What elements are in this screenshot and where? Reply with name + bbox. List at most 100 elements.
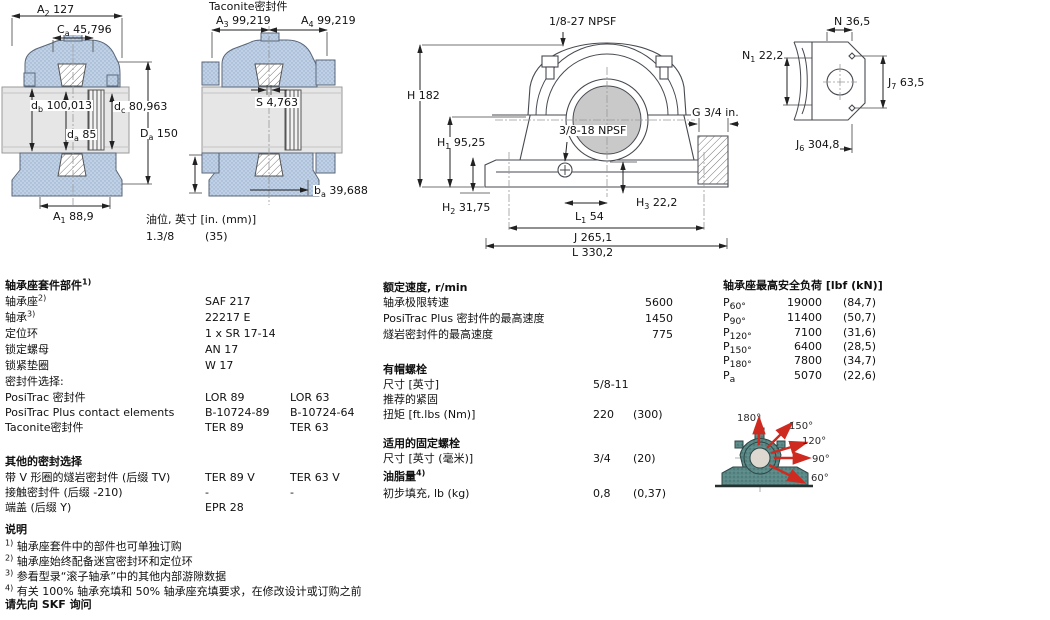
dim-sub: 2 <box>44 9 50 19</box>
row-label: 轴承3) <box>5 310 35 324</box>
dim-sym: L <box>572 246 579 259</box>
dim-sub: c <box>120 106 126 116</box>
row-value-2: (300) <box>633 408 663 421</box>
note-text: 3) 参看型录“滚子轴承”中的其他内部游隙数据 <box>5 569 227 583</box>
load-sym: P90° <box>723 311 746 328</box>
row-label: PosiTrac 密封件 <box>5 391 86 404</box>
dim-sym: C <box>57 23 65 36</box>
row-label: 尺寸 [英寸] <box>383 378 440 391</box>
row-value-2: LOR 63 <box>290 391 330 404</box>
row-value-2: (31,6) <box>843 326 877 339</box>
dim-sub: 1 <box>581 216 587 226</box>
dim-h3: H3 22,2 <box>635 196 679 211</box>
other-seals-header: 其他的密封选择 <box>5 455 377 469</box>
table-row: P150°6400(28,5) <box>723 340 908 357</box>
dim-val: 182 <box>418 89 440 102</box>
row-value-1: EPR 28 <box>205 501 244 514</box>
dim-ba: ba 39,688 <box>313 184 369 199</box>
dim-sym: N <box>742 49 751 62</box>
row-label: PosiTrac Plus contact elements <box>5 406 175 419</box>
npsf2-label: 3/8-18 NPSF <box>558 124 628 137</box>
dim-sym: A <box>53 210 61 223</box>
header-sup: 1) <box>82 277 92 287</box>
row-value-1: TER 89 V <box>205 471 255 484</box>
dim-val: 100,013 <box>46 99 93 112</box>
table-row: 轴承3)22217 E <box>5 310 377 325</box>
row-value-2: B-10724-64 <box>290 406 355 419</box>
row-label-text: 轴承 <box>5 311 27 324</box>
dim-h: H 182 <box>406 90 441 101</box>
row-label: 轴承座2) <box>5 293 47 308</box>
note-body: 有关 100% 轴承充填和 50% 轴承座充填要求，在修改设计或订购之前 <box>16 585 362 598</box>
dim-s: S 4,763 <box>255 97 299 108</box>
row-value-1: AN 17 <box>205 343 239 356</box>
table-row: P60°19000(84,7) <box>723 296 908 312</box>
row-value-2: TER 63 V <box>290 471 340 484</box>
dim-sym: H <box>407 89 416 102</box>
row-label: Taconite密封件 <box>5 421 84 434</box>
dim-sub: 1 <box>750 55 756 65</box>
row-label: 锁紧垫圈 <box>5 359 49 372</box>
note-text: 2) 轴承座始终配备迷宫密封环和定位环 <box>5 553 193 568</box>
dim-h1: H1 95,25 <box>436 137 487 152</box>
dim-sym: P <box>723 296 730 309</box>
header-label: 油脂量4) <box>383 469 425 483</box>
seals-subheader: 密封件选择: <box>5 375 377 389</box>
speeds-header: 额定速度, r/min <box>383 281 683 295</box>
header-label: 轴承座套件部件1) <box>5 277 92 292</box>
row-label-sup: 2) <box>38 293 47 303</box>
row-value-1: 11400 <box>787 311 822 324</box>
dim-l1: L1 54 <box>574 210 605 226</box>
dim-val: 36,5 <box>845 15 871 28</box>
row-value-1: W 17 <box>205 359 234 372</box>
dim-val: 39,688 <box>329 184 368 197</box>
dim-sub: 1 <box>445 142 451 152</box>
dim-val: 85 <box>82 128 97 141</box>
row-label: 扭矩 [ft.lbs (Nm)] <box>383 408 476 421</box>
row-value-2: (50,7) <box>843 311 877 324</box>
dim-val: 4,763 <box>266 96 298 109</box>
note-body: 参看型录“滚子轴承”中的其他内部游隙数据 <box>16 570 227 583</box>
dim-val: 22,2 <box>652 196 678 209</box>
note-sup: 2) <box>5 553 14 563</box>
angle-150-label: 150° <box>789 421 814 432</box>
dim-ca: Ca 45,796 <box>56 23 113 38</box>
row-label-text: 锁定螺母 <box>5 343 49 356</box>
note-body: 轴承座套件中的部件也可单独订购 <box>16 540 182 553</box>
table-row: P180°7800(34,7) <box>723 354 908 370</box>
note-item: 1) 轴承座套件中的部件也可单独订购 <box>5 539 625 554</box>
note-item: 4) 有关 100% 轴承充填和 50% 轴承座充填要求，在修改设计或订购之前 <box>5 584 625 599</box>
row-label: 燧岩密封件的最高速度 <box>383 328 493 341</box>
row-value-1: 0,8 <box>593 487 611 500</box>
row-label: 定位环 <box>5 327 38 340</box>
dim-a2: A2 127 <box>36 4 76 19</box>
dim-sub: 150° <box>729 345 752 357</box>
row-value-2: (22,6) <box>843 369 877 382</box>
dim-n1: N1 22,2 <box>741 49 785 65</box>
note-footer-text: 请先向 SKF 询问 <box>5 598 92 611</box>
dim-a4: A4 99,219 <box>300 15 357 29</box>
dim-sub: 1 <box>60 216 66 226</box>
header-text: 说明 <box>5 523 27 536</box>
row-value-1: 19000 <box>787 296 822 309</box>
row-value-1: B-10724-89 <box>205 406 270 419</box>
row-value-1: 1 x SR 17-14 <box>205 327 276 340</box>
dim-sub: a <box>148 133 154 143</box>
row-value-2: (28,5) <box>843 340 877 353</box>
row-label: 端盖 (后缀 Y) <box>5 501 72 514</box>
parts-header: 轴承座套件部件1) <box>5 277 377 293</box>
dim-val: 31,75 <box>458 201 491 214</box>
dim-sym: P <box>723 311 730 324</box>
table-row: PosiTrac Plus contact elements B-10724-89… <box>5 406 377 420</box>
header-text: 有帽螺栓 <box>383 363 427 376</box>
dim-sym: L <box>575 210 582 223</box>
row-label: 轴承极限转速 <box>383 296 449 309</box>
row-label-text: 轴承座 <box>5 295 38 308</box>
dim-sym: A <box>216 14 224 27</box>
loads-header: 轴承座最高安全负荷 [lbf (kN)] <box>723 279 908 293</box>
